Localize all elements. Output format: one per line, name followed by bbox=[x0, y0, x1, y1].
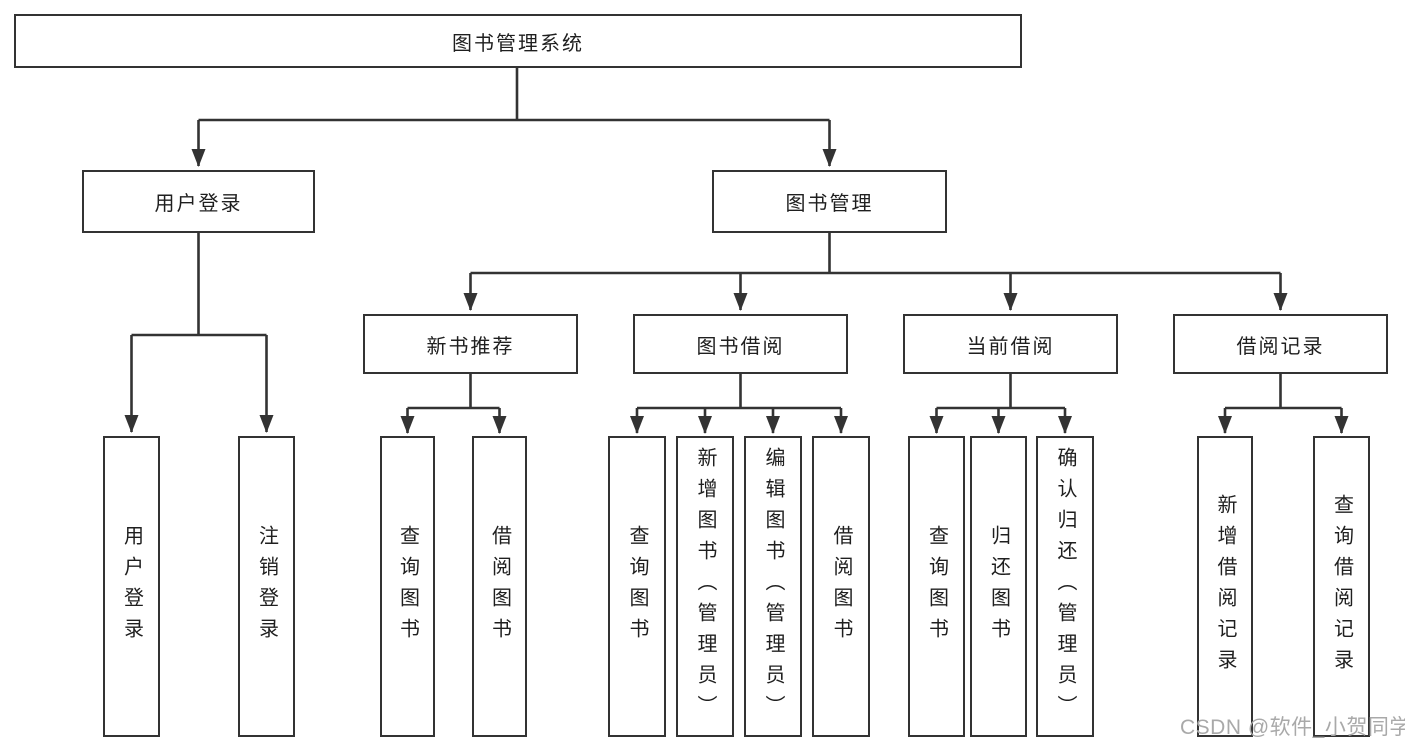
leaf-query-books-current: 查询图书 bbox=[908, 436, 965, 737]
leaf-query-books-borrowing: 查询图书 bbox=[608, 436, 666, 737]
leaf-query-borrow-record-label: 查询借阅记录 bbox=[1330, 493, 1353, 680]
leaf-add-borrow-record-label: 新增借阅记录 bbox=[1214, 493, 1236, 680]
node-user-login: 用户登录 bbox=[82, 170, 315, 233]
leaf-query-books-recommend-label: 查询图书 bbox=[396, 524, 419, 649]
leaf-return-books: 归还图书 bbox=[970, 436, 1027, 737]
leaf-query-borrow-record: 查询借阅记录 bbox=[1313, 436, 1370, 737]
leaf-borrow-books-recommend-label: 借阅图书 bbox=[488, 524, 511, 649]
node-new-book-recommend: 新书推荐 bbox=[363, 314, 578, 374]
node-current-borrowing: 当前借阅 bbox=[903, 314, 1118, 374]
leaf-borrow-books-borrowing-label: 借阅图书 bbox=[830, 524, 852, 649]
leaf-logout: 注销登录 bbox=[238, 436, 295, 737]
leaf-add-books-admin: 新增图书（管理员） bbox=[676, 436, 734, 737]
leaf-logout-label: 注销登录 bbox=[255, 524, 278, 649]
leaf-confirm-return-admin-label: 确认归还（管理员） bbox=[1054, 447, 1076, 726]
node-book-management: 图书管理 bbox=[712, 170, 947, 233]
leaf-edit-books-admin: 编辑图书（管理员） bbox=[744, 436, 802, 737]
leaf-query-books-current-label: 查询图书 bbox=[925, 524, 948, 649]
leaf-user-login: 用户登录 bbox=[103, 436, 160, 737]
leaf-add-books-admin-label: 新增图书（管理员） bbox=[694, 447, 716, 726]
node-book-borrowing: 图书借阅 bbox=[633, 314, 848, 374]
leaf-query-books-recommend: 查询图书 bbox=[380, 436, 435, 737]
watermark: CSDN @软件_小贺同学 bbox=[1180, 716, 1405, 739]
leaf-edit-books-admin-label: 编辑图书（管理员） bbox=[762, 447, 784, 726]
node-book-management-system: 图书管理系统 bbox=[14, 14, 1022, 68]
leaf-borrow-books-borrowing: 借阅图书 bbox=[812, 436, 870, 737]
leaf-query-books-borrowing-label: 查询图书 bbox=[626, 524, 648, 649]
leaf-user-login-label: 用户登录 bbox=[120, 524, 143, 649]
leaf-add-borrow-record: 新增借阅记录 bbox=[1197, 436, 1253, 737]
leaf-confirm-return-admin: 确认归还（管理员） bbox=[1036, 436, 1094, 737]
node-borrowing-records: 借阅记录 bbox=[1173, 314, 1388, 374]
leaf-return-books-label: 归还图书 bbox=[987, 524, 1010, 649]
leaf-borrow-books-recommend: 借阅图书 bbox=[472, 436, 527, 737]
